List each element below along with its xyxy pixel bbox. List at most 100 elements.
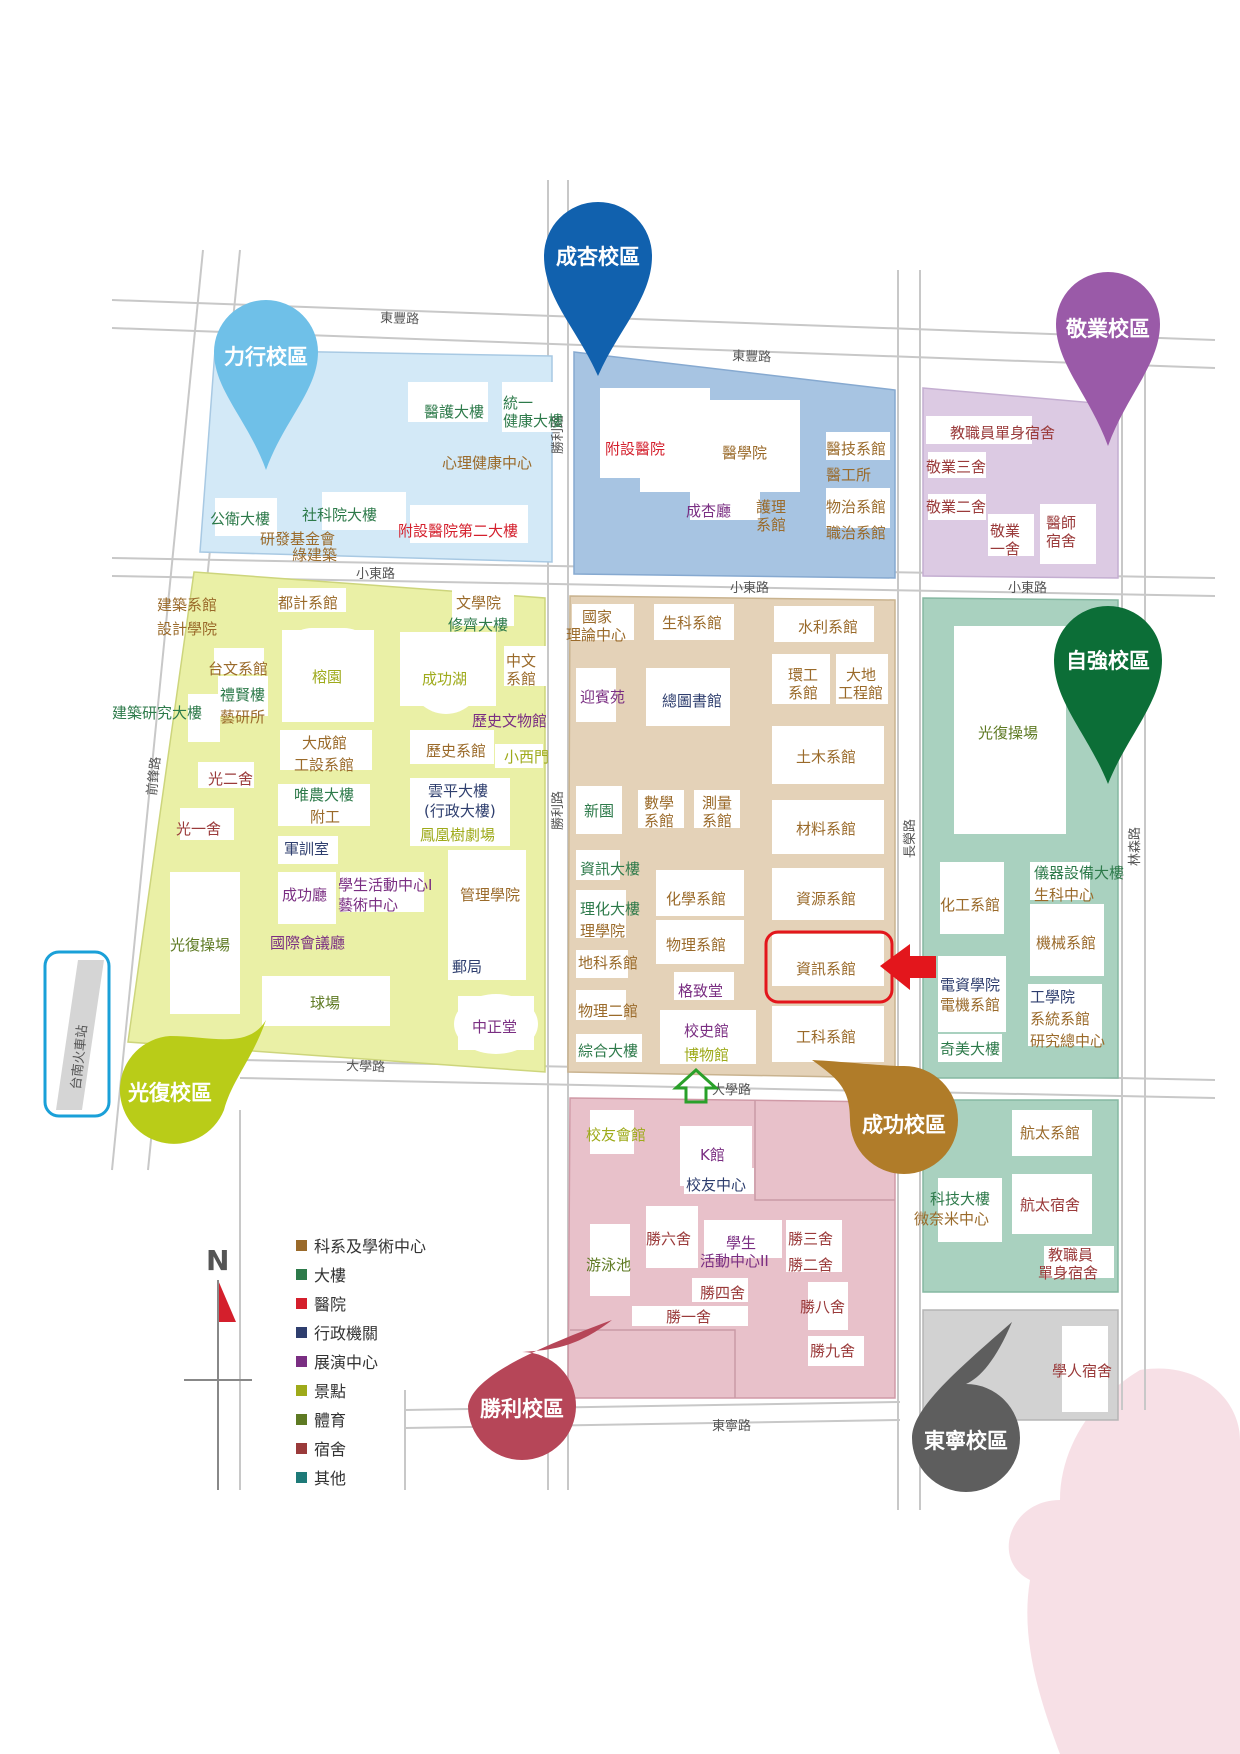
chengxing-pin[interactable]: 成杏校區 [544,202,652,376]
shengli-pin[interactable]: 勝利校區 [468,1320,612,1460]
map-label: 航太宿舍 [1020,1196,1080,1214]
map-label: 學人宿舍 [1052,1362,1112,1380]
red-arrow-icon [880,944,936,990]
legend-swatch [296,1240,307,1251]
map-label: 中正堂 [472,1018,517,1036]
road-label: 東豐路 [380,310,420,327]
map-label: 系館 [702,812,732,830]
map-label: 雲平大樓 [428,782,488,800]
legend-swatch [296,1414,307,1425]
map-label: 成功廳 [282,886,327,904]
legend-swatch [296,1385,307,1396]
road-label: 林森路 [1127,827,1143,866]
map-label: 迎賓苑 [580,688,625,706]
map-label: 化工系館 [940,896,1000,914]
map-label: 系館 [788,684,818,702]
map-label: 光復操場 [978,724,1038,742]
guangfu-pin[interactable]: 光復校區 [119,1020,266,1144]
road-label: 勝利路 [550,415,566,454]
svg-text:光復校區: 光復校區 [127,1081,212,1105]
map-label: 中文 [506,652,536,670]
jingye-labels: 教職員單身宿舍 敬業三舍 敬業二舍 敬業 一舍 醫師 宿舍 [926,424,1076,558]
map-label: 成功湖 [422,670,467,688]
map-label: 附設醫院第二大樓 [398,522,518,540]
map-label: 博物館 [684,1046,729,1064]
map-label: 管理學院 [460,886,520,904]
map-label: 歷史系館 [426,742,486,760]
legend-label: 展演中心 [314,1353,378,1372]
map-label: 電機系館 [940,996,1000,1014]
road-line [239,1077,1216,1099]
station-block [56,960,104,1110]
campus-inner-lines [570,1100,895,1398]
map-label: 建築系館 [157,596,217,614]
map-label: 唯農大樓 [294,786,354,804]
road-label: 小東路 [730,580,769,596]
legend-swatch [296,1269,307,1280]
map-label: 機械系館 [1036,934,1096,952]
map-label: 系館 [506,670,536,688]
legend-swatch [296,1298,307,1309]
svg-text:東寧校區: 東寧校區 [924,1429,1008,1453]
map-label: 敬業二舍 [926,498,986,516]
map-label: 修齊大樓 [448,616,508,634]
lixing-pin[interactable]: 力行校區 [214,300,318,470]
map-label: 附設醫院 [605,440,665,458]
jingye-pin[interactable]: 敬業校區 [1056,272,1160,446]
map-label: K館 [700,1146,725,1164]
map-label: 單身宿舍 [1038,1264,1098,1282]
map-label: 電資學院 [940,976,1000,994]
map-label: 醫工所 [826,466,871,484]
svg-text:成杏校區: 成杏校區 [556,245,640,269]
station-highlight [43,950,111,1118]
map-label: 光一舍 [176,820,221,838]
chengxing-labels: 附設醫院 醫學院 醫技系館 醫工所 成杏廳 護理 系館 物治系館 職治系館 [605,440,886,542]
road-label: 長榮路 [902,819,918,858]
map-label: 國家 [582,608,612,626]
map-label: 物治系館 [826,498,886,516]
map-label: 國際會議廳 [270,934,345,952]
map-label: 研發基金會 [260,530,335,548]
svg-text:自強校區: 自強校區 [1066,649,1150,673]
lixing-labels: 醫護大樓 統一 健康大樓 心理健康中心 公衛大樓 社科院大樓 研發基金會 綠建築… [210,394,563,564]
svg-text:成功校區: 成功校區 [862,1113,946,1137]
map-label: (行政大樓) [424,802,496,820]
map-label: 護理 [756,498,786,516]
map-label: 公衛大樓 [210,510,270,528]
map-label: 科技大樓 [930,1190,990,1208]
legend-swatch [296,1443,307,1454]
road-label: 大學路 [712,1082,751,1098]
road-label: 東寧路 [712,1418,751,1434]
map-label: 大地 [846,666,876,684]
ziqiang-pin[interactable]: 自強校區 [1054,606,1162,784]
map-label: 儀器設備大樓 [1034,864,1124,882]
map-label: 球場 [310,994,340,1012]
map-label: 游泳池 [586,1256,631,1274]
chenggong-pin[interactable]: 成功校區 [812,1060,958,1174]
map-label: 校史館 [684,1022,729,1040]
map-label: 測量 [702,794,732,812]
map-label: 光復操場 [170,936,230,954]
map-label: 研究總中心 [1030,1032,1105,1050]
compass: N [184,1244,252,1490]
map-label: 健康大樓 [503,412,563,430]
map-label: 勝四舍 [700,1284,745,1302]
chenggong-lake [410,642,482,714]
map-label: 歷史文物館 [472,712,547,730]
map-label: 新園 [584,802,614,820]
map-label: 土木系館 [796,748,856,766]
legend-swatch [296,1472,307,1483]
map-label: 資訊大樓 [580,860,640,878]
map-label: 藝研所 [220,708,265,726]
legend-label: 醫院 [314,1295,346,1314]
map-label: 物理二館 [578,1002,638,1020]
map-label: 理論中心 [566,626,626,644]
chenggong-labels: 國家 理論中心 生科系館 水利系館 迎賓苑 總圖書館 環工 系館 大地 工程館 … [566,608,883,1064]
map-label: 教職員 [1048,1246,1093,1264]
dongning-pin[interactable]: 東寧校區 [912,1322,1020,1492]
map-label: 工程館 [838,684,883,702]
building-footprints [170,382,1114,1412]
map-label: 總圖書館 [662,692,722,710]
map-label: 大成館 [302,734,347,752]
